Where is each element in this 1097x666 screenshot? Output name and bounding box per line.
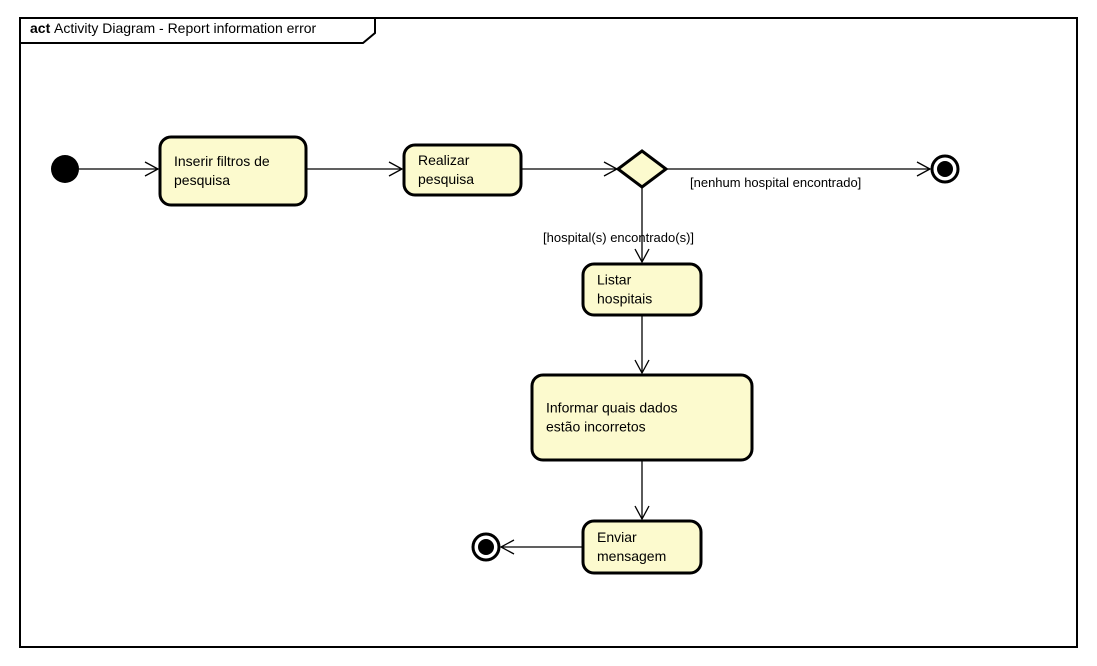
- action-node-informar-dados[interactable]: Informar quais dados estão incorretos: [530, 373, 754, 462]
- control-flow-edge: [521, 161, 619, 177]
- flow-arrowhead-icon: [144, 161, 160, 177]
- action-node-listar-hospitais[interactable]: Listar hospitais: [581, 262, 703, 317]
- action-node-label: Inserir filtros de: [174, 153, 270, 169]
- control-flow-edge: [634, 315, 650, 375]
- flow-arrowhead-icon: [499, 539, 515, 555]
- flow-arrowhead-icon: [388, 161, 404, 177]
- action-node-label: hospitais: [597, 291, 652, 307]
- nodes-layer: Inserir filtros de pesquisa Realizar pesqui…: [51, 135, 960, 575]
- final-node-core-icon[interactable]: [937, 161, 953, 177]
- flow-guard-label: [nenhum hospital encontrado]: [690, 175, 861, 190]
- decision-diamond-shape[interactable]: [615, 149, 669, 189]
- flow-arrowhead-icon: [634, 248, 650, 264]
- flow-arrowhead-icon: [634, 359, 650, 375]
- frame-kind-label: act: [30, 20, 51, 36]
- action-node-label: Enviar: [597, 529, 637, 545]
- action-node-shape[interactable]: [530, 373, 754, 462]
- action-node-label: Listar: [597, 272, 632, 288]
- action-node-shape[interactable]: [581, 262, 703, 317]
- final-node-final-no-results[interactable]: [930, 154, 960, 184]
- page-title: Activity Diagram - Report information er…: [54, 20, 317, 36]
- diagram-frame: [19, 17, 1078, 648]
- action-node-label: Informar quais dados: [546, 400, 678, 416]
- action-node-shape[interactable]: [402, 143, 523, 197]
- control-flow-edge: [666, 161, 932, 177]
- action-node-shape[interactable]: [581, 519, 703, 575]
- action-node-label: mensagem: [597, 548, 666, 564]
- control-flow-edge: [634, 187, 650, 264]
- flow-arrowhead-icon: [916, 161, 932, 177]
- diagram-frame-title-tab: [19, 17, 376, 44]
- initial-node[interactable]: [51, 155, 79, 183]
- decision-node[interactable]: [615, 149, 669, 189]
- flow-arrowhead-icon: [634, 505, 650, 521]
- action-node-inserir-filtros[interactable]: Inserir filtros de pesquisa: [158, 135, 308, 207]
- flow-guard-label: [hospital(s) encontrado(s)]: [543, 230, 694, 245]
- action-node-shape[interactable]: [158, 135, 308, 207]
- action-node-realizar-pesquisa[interactable]: Realizar pesquisa: [402, 143, 523, 197]
- initial-node-circle-icon[interactable]: [51, 155, 79, 183]
- final-node-final-sent[interactable]: [471, 532, 501, 562]
- action-node-label: estão incorretos: [546, 419, 646, 435]
- control-flow-edge: [306, 161, 404, 177]
- action-node-label: pesquisa: [174, 172, 230, 188]
- control-flow-edge: [634, 460, 650, 521]
- action-node-enviar-mensagem[interactable]: Enviar mensagem: [581, 519, 703, 575]
- final-node-core-icon[interactable]: [478, 539, 494, 555]
- control-flow-edge: [79, 161, 160, 177]
- control-flow-edge: [499, 539, 583, 555]
- guards-layer: [nenhum hospital encontrado] [hospital(s)…: [543, 175, 861, 245]
- action-node-label: Realizar: [418, 152, 470, 168]
- flows-layer: [79, 161, 932, 555]
- action-node-label: pesquisa: [418, 171, 474, 187]
